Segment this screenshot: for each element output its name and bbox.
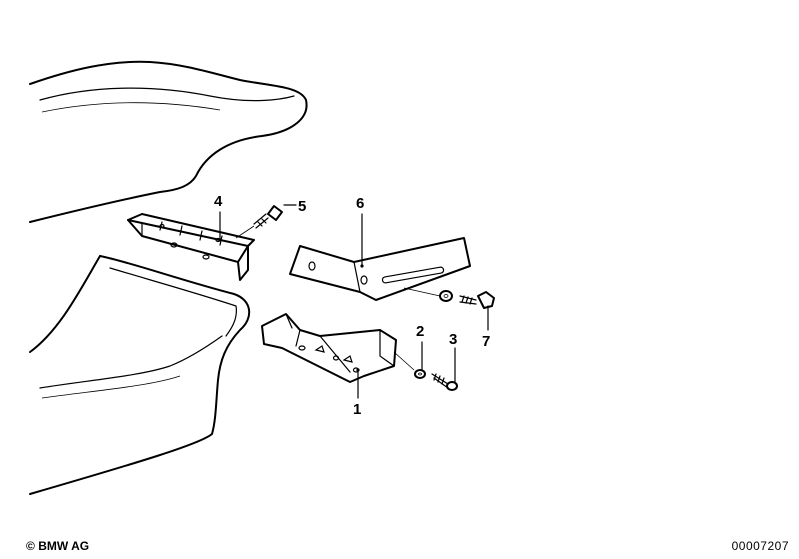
washer-screw-7 bbox=[403, 287, 495, 309]
callout-7: 7 bbox=[482, 333, 490, 350]
seat-side-cover bbox=[29, 255, 250, 495]
document-number: 00007207 bbox=[731, 539, 789, 553]
copyright-notice: © BMW AG bbox=[26, 539, 89, 553]
lower-bracket bbox=[261, 313, 415, 383]
callout-4: 4 bbox=[214, 193, 223, 210]
callout-5: 5 bbox=[298, 198, 306, 215]
callout-3: 3 bbox=[449, 331, 457, 348]
washer-2 bbox=[414, 369, 426, 379]
seat-upper-cushion bbox=[29, 60, 308, 223]
screw-3 bbox=[431, 373, 458, 391]
callout-1: 1 bbox=[353, 401, 361, 418]
copyright-symbol: © bbox=[26, 539, 35, 553]
leader-lines bbox=[218, 204, 489, 399]
copyright-text: BMW AG bbox=[38, 539, 90, 553]
hinge-bracket bbox=[127, 213, 255, 281]
callout-2: 2 bbox=[416, 323, 424, 340]
slotted-bracket bbox=[289, 237, 471, 301]
callout-6: 6 bbox=[356, 195, 364, 212]
screw-5 bbox=[235, 205, 283, 239]
